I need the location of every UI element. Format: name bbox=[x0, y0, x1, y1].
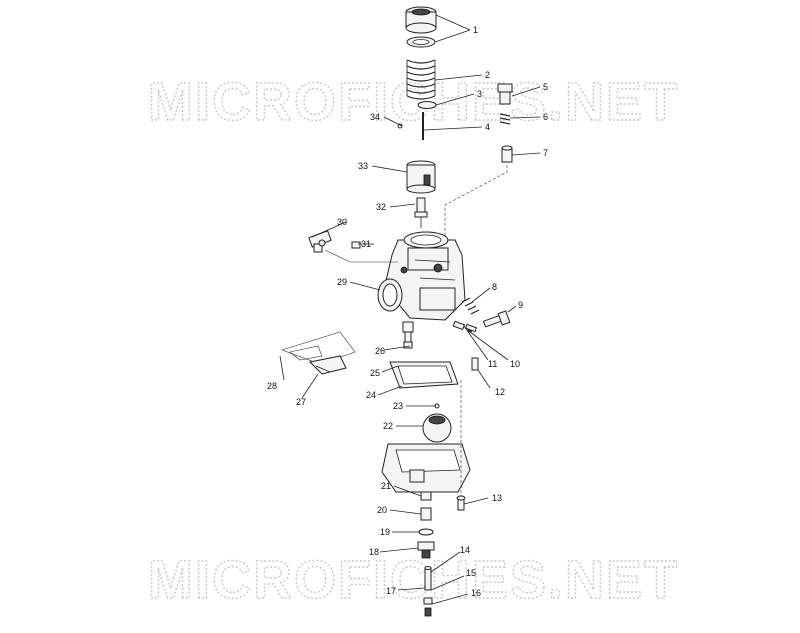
callout-28: 28 bbox=[267, 381, 277, 391]
callout-1: 1 bbox=[473, 25, 478, 35]
callout-21: 21 bbox=[381, 481, 391, 491]
callout-9: 9 bbox=[518, 300, 523, 310]
bracket-clip bbox=[308, 355, 347, 375]
watermark-top: MICROFICHES.NET bbox=[148, 72, 679, 132]
callout-10: 10 bbox=[510, 359, 520, 369]
callout-20: 20 bbox=[377, 505, 387, 515]
callout-29: 29 bbox=[337, 277, 347, 287]
choke-leader-2 bbox=[324, 249, 398, 263]
drain-fitting bbox=[423, 597, 433, 617]
callout-31: 31 bbox=[361, 239, 371, 249]
drain-screw bbox=[471, 357, 479, 371]
float bbox=[422, 413, 452, 443]
callout-12: 12 bbox=[495, 387, 505, 397]
watermark-bottom: MICROFICHES.NET bbox=[148, 550, 679, 610]
callout-13: 13 bbox=[492, 493, 502, 503]
callout-27: 27 bbox=[296, 397, 306, 407]
callout-30: 30 bbox=[337, 217, 347, 227]
callout-23: 23 bbox=[393, 401, 403, 411]
callout-17: 17 bbox=[386, 586, 396, 596]
bowl-jet bbox=[420, 491, 432, 501]
callout-24: 24 bbox=[366, 390, 376, 400]
callout-6: 6 bbox=[543, 112, 548, 122]
float-bowl-gasket bbox=[389, 361, 459, 389]
idle-screw bbox=[482, 310, 511, 328]
leader-lines bbox=[279, 14, 541, 605]
callout-3: 3 bbox=[477, 89, 482, 99]
callout-26: 26 bbox=[375, 346, 385, 356]
callout-22: 22 bbox=[383, 421, 393, 431]
bracket-plate bbox=[281, 331, 356, 365]
callout-16: 16 bbox=[471, 588, 481, 598]
callout-2: 2 bbox=[485, 70, 490, 80]
callout-4: 4 bbox=[485, 122, 490, 132]
float-bowl bbox=[381, 443, 471, 493]
callout-33: 33 bbox=[358, 161, 368, 171]
callout-25: 25 bbox=[370, 368, 380, 378]
choke-leader bbox=[444, 165, 508, 260]
callout-7: 7 bbox=[543, 148, 548, 158]
callout-18: 18 bbox=[369, 547, 379, 557]
drain-tube bbox=[424, 566, 432, 591]
main-jet bbox=[402, 321, 414, 349]
callout-5: 5 bbox=[543, 82, 548, 92]
callout-32: 32 bbox=[376, 202, 386, 212]
carburetor-body bbox=[377, 231, 466, 321]
choke-lever bbox=[308, 230, 332, 253]
adjuster-spring bbox=[499, 113, 511, 125]
choke-screw bbox=[351, 241, 361, 249]
bowl-screw bbox=[456, 495, 466, 511]
throttle-spring bbox=[406, 59, 436, 100]
pilot-screw-washer bbox=[464, 323, 478, 333]
drain-plug bbox=[417, 541, 435, 559]
callout-14: 14 bbox=[460, 545, 470, 555]
idle-spring bbox=[461, 297, 480, 315]
carb-cap bbox=[405, 6, 437, 34]
jet-holder bbox=[420, 507, 432, 521]
throttle-slide bbox=[406, 160, 436, 194]
callout-8: 8 bbox=[492, 282, 497, 292]
cap-washer bbox=[406, 36, 436, 48]
callout-labels: 1 2 3 4 5 6 7 8 9 10 11 12 13 14 15 16 1… bbox=[267, 25, 548, 598]
callout-34: 34 bbox=[370, 112, 380, 122]
drain-washer bbox=[418, 528, 434, 536]
callout-15: 15 bbox=[466, 568, 476, 578]
choke-plunger bbox=[501, 145, 513, 163]
cable-adjuster bbox=[497, 83, 513, 105]
needle-retainer bbox=[417, 101, 437, 109]
needle-jet bbox=[414, 197, 428, 228]
callout-11: 11 bbox=[488, 359, 497, 369]
callout-19: 19 bbox=[380, 527, 390, 537]
